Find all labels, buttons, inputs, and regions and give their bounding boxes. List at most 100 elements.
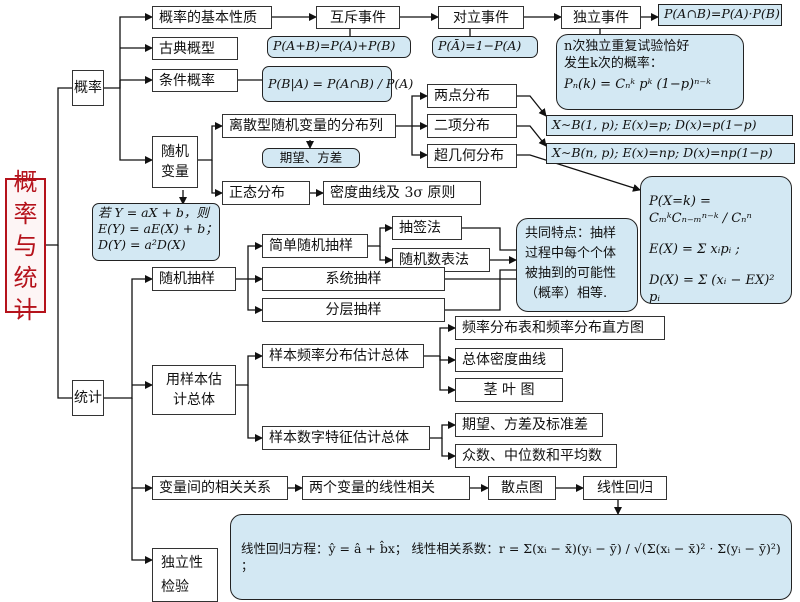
note-line: n次独立重复试验恰好 — [564, 39, 690, 54]
node-expect-variance[interactable]: 期望、方差 — [262, 148, 360, 168]
node-label: 期望、方差及标准差 — [462, 417, 588, 433]
node-opposite-event[interactable]: 对立事件 — [438, 6, 524, 29]
node-discrete-distribution[interactable]: 离散型随机变量的分布列 — [222, 114, 396, 138]
node-independence-test[interactable]: 独立性 检验 — [152, 548, 218, 602]
node-random-variable[interactable]: 随机变量 — [152, 136, 198, 188]
node-label: 两点分布 — [434, 88, 490, 104]
node-statistics[interactable]: 统计 — [72, 380, 104, 416]
formula-independent: P(A∩B)=P(A)·P(B) — [658, 4, 782, 26]
note-common-feature: 共同特点：抽样 过程中每个个体 被抽到的可能性 （概率）相等. — [516, 218, 638, 312]
formula-two-point: X∼B(1, p); E(x)=p; D(x)=p(1−p) — [546, 115, 793, 136]
node-label: 样本频率分布估计总体 — [269, 348, 409, 364]
root-char: 统 — [13, 263, 38, 292]
node-scatter-plot[interactable]: 散点图 — [488, 476, 556, 500]
node-systematic-sampling[interactable]: 系统抽样 — [262, 267, 445, 291]
node-density-curve[interactable]: 总体密度曲线 — [455, 348, 563, 372]
node-conditional[interactable]: 条件概率 — [152, 69, 238, 92]
note-line: 被抽到的可能性 — [525, 266, 617, 281]
node-label: 简单随机抽样 — [269, 238, 353, 254]
note-regression-formula: 线性回归方程：ŷ = â + b̂x； 线性相关系数：r = Σ(xᵢ − x̄… — [230, 514, 792, 600]
node-label: 众数、中位数和平均数 — [462, 448, 602, 464]
node-label: 随机抽样 — [159, 271, 215, 287]
node-classical[interactable]: 古典概型 — [152, 37, 238, 60]
node-lottery[interactable]: 抽签法 — [392, 216, 462, 240]
root-char: 与 — [13, 231, 38, 260]
node-normal-distribution[interactable]: 正态分布 — [222, 181, 310, 205]
formula-opposite: P(Ā)=1−P(A) — [432, 36, 538, 58]
node-linear-correlation[interactable]: 两个变量的线性相关 — [302, 476, 470, 500]
node-two-point[interactable]: 两点分布 — [427, 84, 517, 108]
formula-mutex: P(A+B)=P(A)+P(B) — [267, 36, 411, 58]
node-label: 古典概型 — [159, 40, 215, 57]
node-label: 概率的基本性质 — [159, 9, 257, 26]
note-line: 共同特点：抽样 — [525, 226, 617, 241]
node-simple-sampling[interactable]: 简单随机抽样 — [262, 234, 368, 258]
node-frequency-distribution[interactable]: 样本频率分布估计总体 — [262, 344, 424, 368]
node-label: 密度曲线及 3σ 原则 — [330, 185, 456, 201]
node-frequency-table[interactable]: 频率分布表和频率分布直方图 — [455, 316, 665, 340]
formula-binomial: X∼B(n, p); E(x)=np; D(x)=np(1−p) — [546, 143, 795, 164]
note-line: Pₙ(k) = Cₙᵏ pᵏ (1−p)ⁿ⁻ᵏ — [564, 77, 711, 92]
node-label: 样本数字特征估计总体 — [269, 430, 409, 446]
node-probability[interactable]: 概率 — [72, 70, 104, 106]
node-label: 系统抽样 — [325, 271, 382, 287]
node-basic-property[interactable]: 概率的基本性质 — [152, 6, 272, 29]
node-label: 正态分布 — [229, 185, 285, 201]
node-random-number-table[interactable]: 随机数表法 — [392, 248, 490, 272]
node-mean-variance-std[interactable]: 期望、方差及标准差 — [455, 413, 603, 437]
node-label: 计总体 — [173, 392, 215, 408]
node-label: 检验 — [161, 579, 189, 595]
root-node[interactable]: 概 率 与 统 计 — [5, 168, 46, 324]
node-label: 分层抽样 — [325, 302, 382, 318]
root-char: 计 — [13, 295, 38, 324]
node-stem-leaf[interactable]: 茎 叶 图 — [455, 378, 563, 402]
node-label: 概率 — [74, 80, 102, 96]
note-line: P(X=k) = CₘᵏCₙ₋ₘⁿ⁻ᵏ / Cₙⁿ — [649, 194, 752, 226]
node-binomial[interactable]: 二项分布 — [427, 114, 517, 138]
node-sample-estimate[interactable]: 用样本估 计总体 — [152, 365, 236, 415]
formula-text: P(A∩B)=P(A)·P(B) — [664, 6, 780, 21]
node-mutex-event[interactable]: 互斥事件 — [316, 6, 400, 29]
formula-text: P(A+B)=P(A)+P(B) — [273, 38, 396, 53]
node-label: 统计 — [74, 390, 102, 406]
formula-text: X∼B(n, p); E(x)=np; D(x)=np(1−p) — [552, 145, 773, 160]
node-density-3sigma[interactable]: 密度曲线及 3σ 原则 — [323, 181, 481, 205]
node-label: 抽签法 — [399, 220, 441, 236]
node-mode-median-mean[interactable]: 众数、中位数和平均数 — [455, 444, 617, 468]
root-char: 概 — [13, 167, 38, 196]
note-line: E(X) = Σ xᵢpᵢ ; — [649, 242, 740, 257]
note-line: 过程中每个个体 — [525, 246, 617, 261]
node-random-sampling[interactable]: 随机抽样 — [152, 267, 236, 291]
node-correlation[interactable]: 变量间的相关关系 — [152, 476, 288, 500]
formula-text: E(Y) = aE(X) + b； — [98, 221, 218, 236]
note-repeated-trials: n次独立重复试验恰好 发生k次的概率： Pₙ(k) = Cₙᵏ pᵏ (1−p)… — [556, 34, 744, 110]
node-label: 独立事件 — [573, 9, 629, 26]
formula-text: D(Y) = a²D(X) — [98, 237, 186, 252]
node-label: 期望、方差 — [279, 150, 343, 165]
note-line: （概率）相等. — [525, 286, 608, 301]
note-line: 发生k次的概率： — [564, 56, 663, 71]
node-stratified-sampling[interactable]: 分层抽样 — [262, 298, 445, 322]
node-independent-event[interactable]: 独立事件 — [561, 6, 641, 29]
node-label: 超几何分布 — [434, 148, 504, 164]
node-numeric-features[interactable]: 样本数字特征估计总体 — [262, 426, 430, 450]
node-label: 随机变量 — [161, 144, 189, 180]
node-label: 二项分布 — [434, 118, 490, 134]
note-line: D(X) = Σ (xᵢ − EX)² pᵢ — [649, 273, 775, 305]
node-label: 频率分布表和频率分布直方图 — [462, 320, 644, 336]
node-label: 随机数表法 — [399, 252, 469, 268]
root-char: 率 — [13, 199, 38, 228]
formula-text: P(B|A) = P(A∩B) / P(A) — [268, 76, 414, 91]
node-label: 独立性 — [161, 555, 203, 571]
node-label: 散点图 — [501, 480, 543, 496]
node-linear-regression[interactable]: 线性回归 — [583, 476, 667, 500]
node-label: 离散型随机变量的分布列 — [229, 118, 383, 134]
formula-conditional: P(B|A) = P(A∩B) / P(A) — [262, 66, 413, 102]
formula-text: 若 Y = aX + b，则 — [98, 205, 209, 220]
formula-text: X∼B(1, p); E(x)=p; D(x)=p(1−p) — [552, 117, 757, 132]
node-label: 线性回归 — [597, 480, 653, 496]
formula-text: P(Ā)=1−P(A) — [438, 38, 522, 53]
node-label: 总体密度曲线 — [462, 352, 546, 368]
node-hypergeometric[interactable]: 超几何分布 — [427, 144, 517, 168]
